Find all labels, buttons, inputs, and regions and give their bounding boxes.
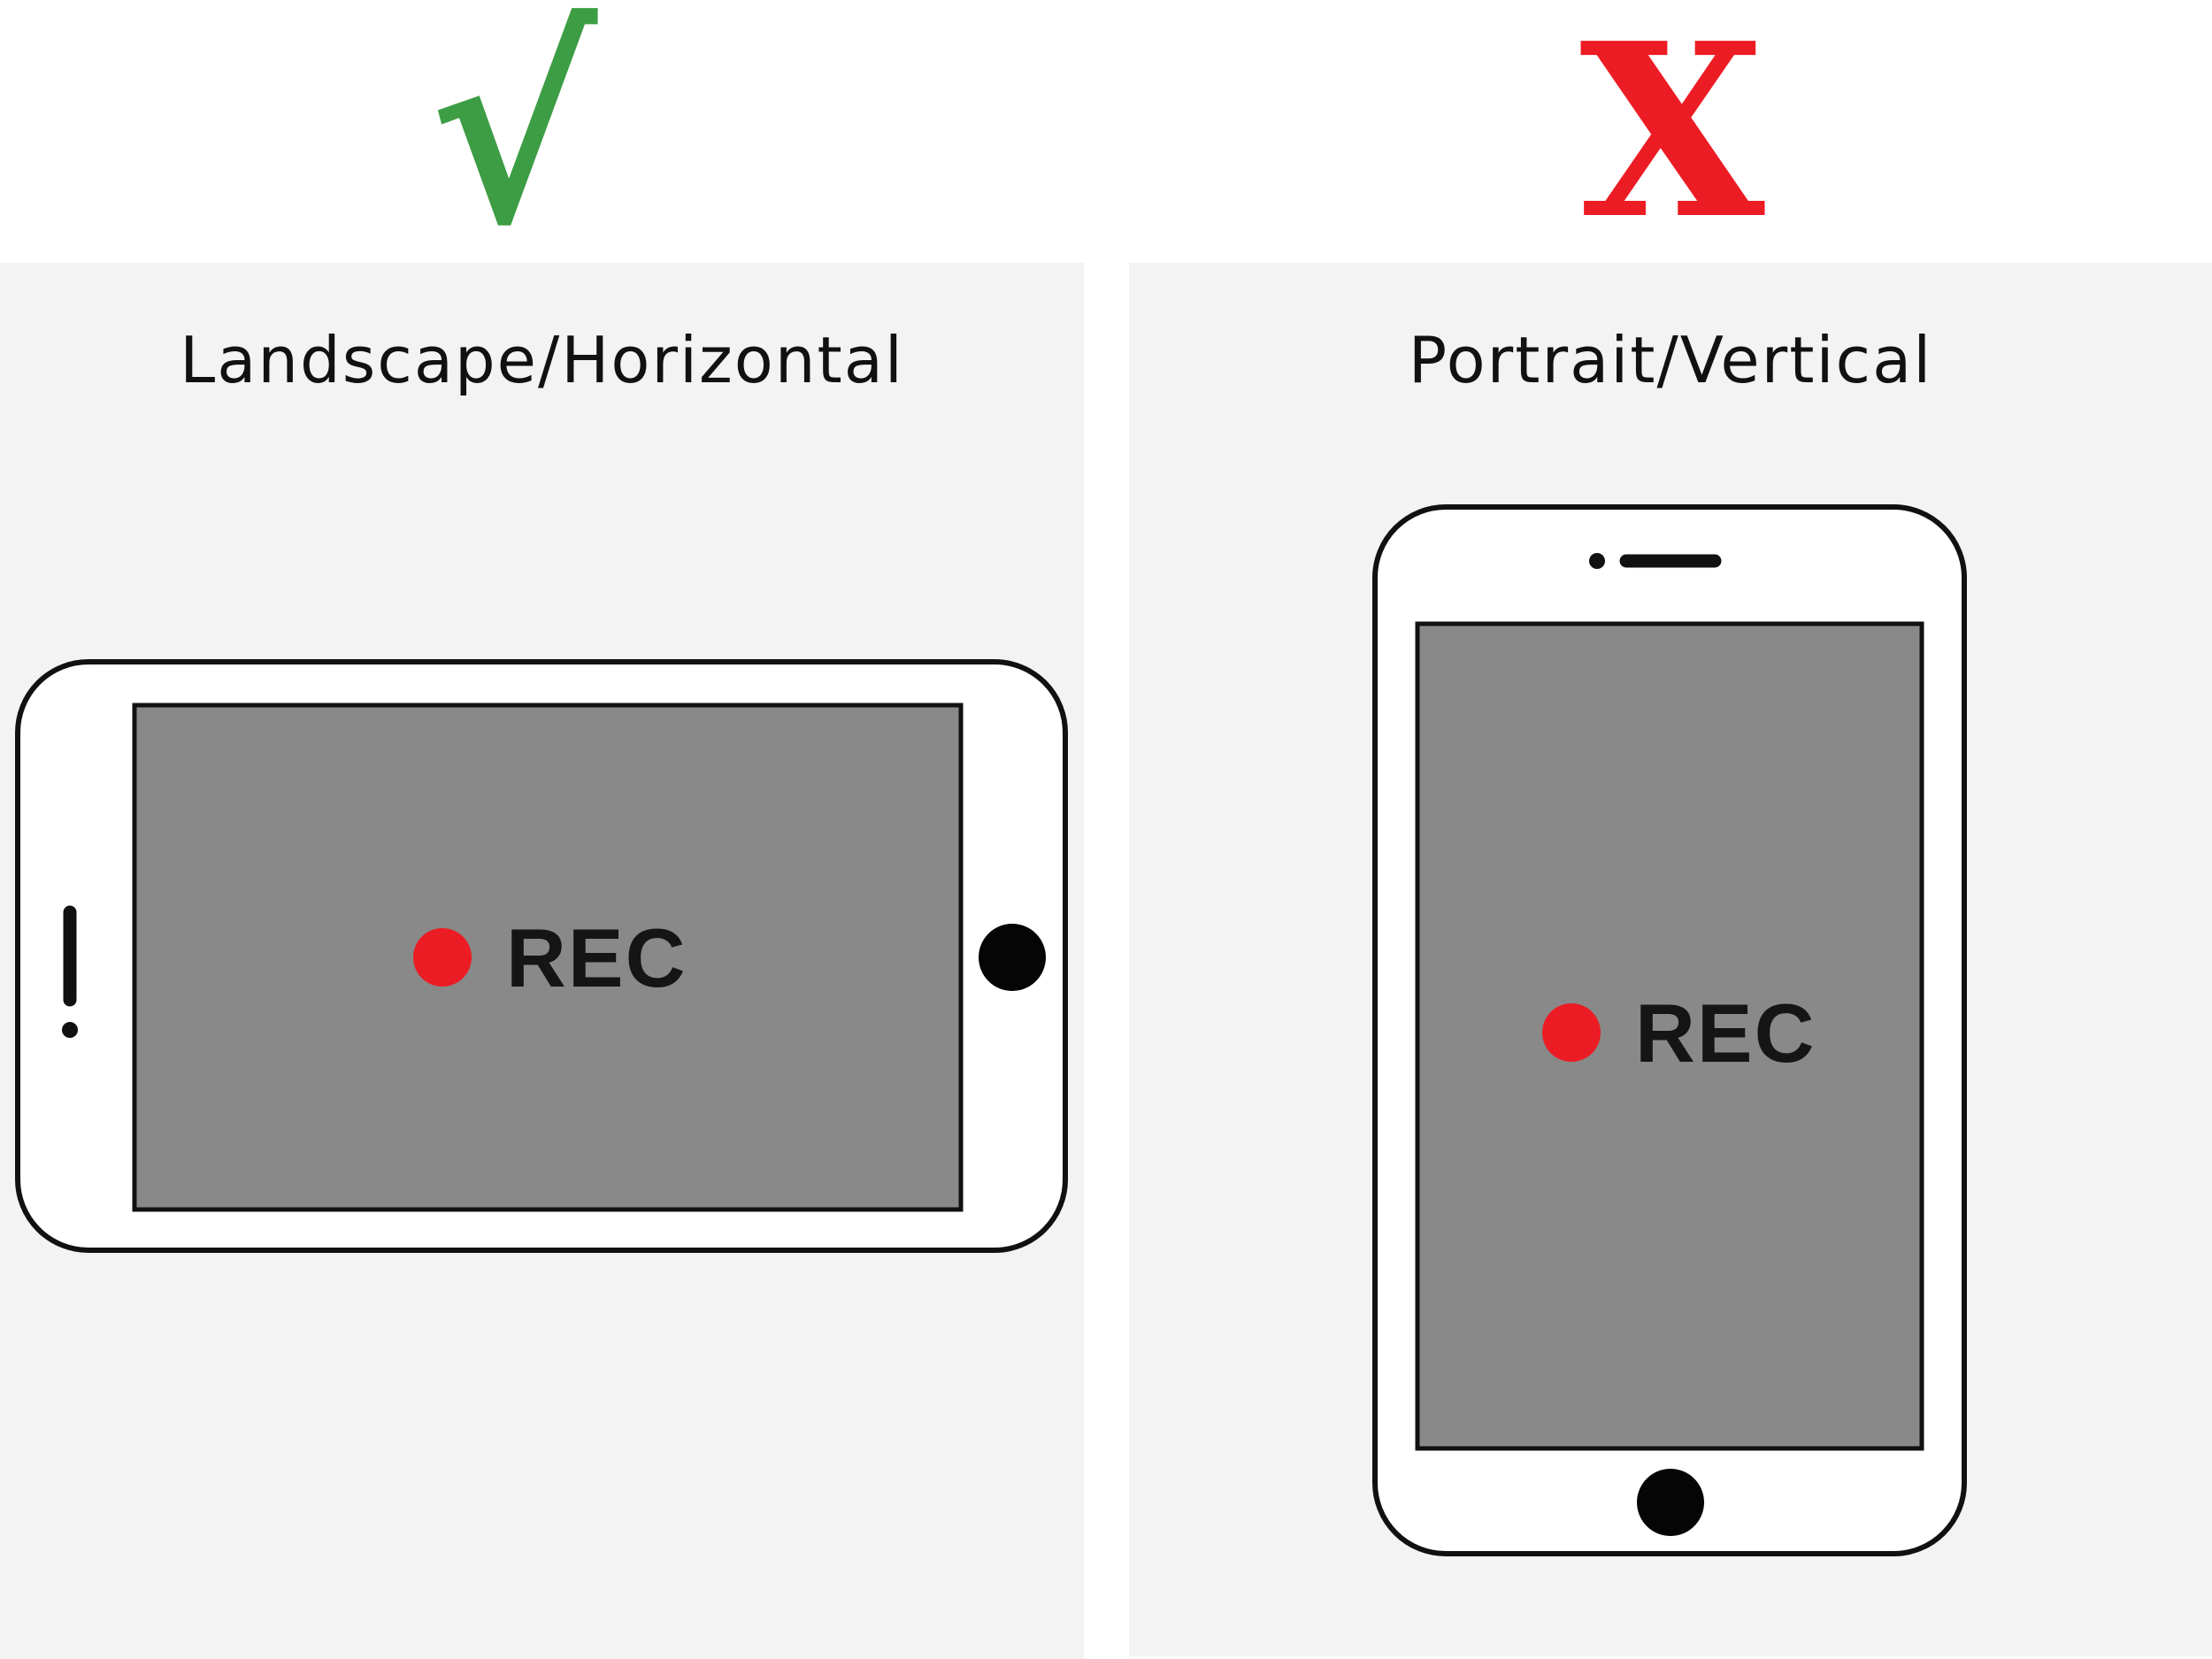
portrait-heading: Portrait/Vertical [1408, 323, 1933, 397]
landscape-phone-screen [132, 703, 964, 1212]
portrait-home-button [1637, 1469, 1704, 1536]
landscape-camera-dot [62, 1022, 78, 1038]
landscape-rec-label: REC [506, 911, 687, 1004]
landscape-rec-dot [413, 928, 472, 987]
portrait-phone [1372, 504, 1967, 1556]
landscape-phone [15, 659, 1068, 1253]
checkmark-icon: √ [428, 0, 598, 281]
landscape-home-button [979, 924, 1046, 991]
portrait-rec-dot [1542, 1003, 1601, 1062]
portrait-rec-label: REC [1635, 987, 1816, 1079]
cross-icon: X [1579, 0, 1765, 272]
portrait-phone-screen [1415, 621, 1924, 1451]
portrait-camera-dot [1589, 553, 1605, 569]
landscape-heading: Landscape/Horizontal [180, 323, 904, 397]
